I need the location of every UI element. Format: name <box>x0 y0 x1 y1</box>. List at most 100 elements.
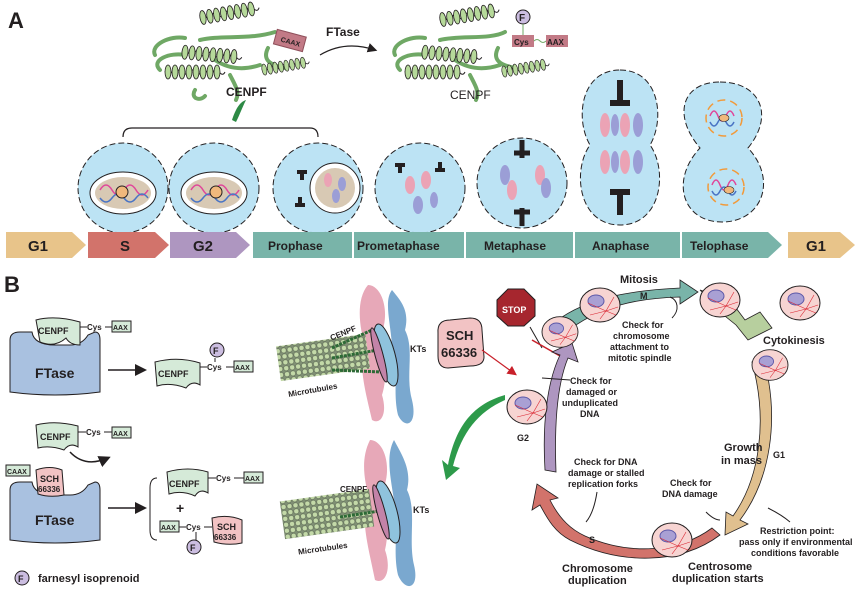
svg-text:farnesyl isoprenoid: farnesyl isoprenoid <box>38 573 139 585</box>
svg-text:FTase: FTase <box>35 365 75 381</box>
sch66336-bound: SCH 66336 CAAX <box>5 464 65 497</box>
svg-text:Microtubules: Microtubules <box>298 541 349 557</box>
phase-prometaphase <box>354 232 464 258</box>
kinetochore-top: CENPF KTs Microtubules <box>276 285 426 424</box>
cell-prophase <box>272 142 364 234</box>
cenpf-product-top: CENPF Cys F AAX <box>154 342 254 389</box>
svg-text:Metaphase: Metaphase <box>484 239 546 253</box>
svg-text:CENPF: CENPF <box>169 479 200 489</box>
svg-text:in mass: in mass <box>721 455 762 467</box>
svg-text:AAX: AAX <box>113 431 128 438</box>
svg-text:Centrosome: Centrosome <box>688 561 752 573</box>
svg-text:chromosome: chromosome <box>613 331 670 341</box>
cell-s <box>168 142 260 234</box>
svg-text:Mitosis: Mitosis <box>620 274 658 286</box>
svg-text:pass only if environmental: pass only if environmental <box>739 537 853 547</box>
phase-metaphase <box>466 232 573 258</box>
svg-text:AAX: AAX <box>113 325 128 332</box>
g1-arc <box>724 359 772 536</box>
svg-text:G1: G1 <box>28 238 48 255</box>
cycle-labels: Mitosis M Check for chromosome attachmen… <box>517 274 853 587</box>
cenpf-substrate-top: CENPF Cys AAX <box>35 317 132 346</box>
phase-prophase <box>253 232 352 258</box>
svg-text:Telophase: Telophase <box>690 239 749 253</box>
cenpf-protein-farnesylated: F Cys AAX <box>392 2 568 102</box>
cell-g1-icon <box>751 349 789 381</box>
cell-anaphase-icon <box>699 282 741 318</box>
svg-text:SCH: SCH <box>40 474 59 484</box>
svg-text:CENPF: CENPF <box>38 326 69 336</box>
cenpf-protein-unmodified: CAAX <box>152 0 311 102</box>
cell-anaphase <box>579 69 661 226</box>
svg-text:Prometaphase: Prometaphase <box>357 239 440 253</box>
cell-g2-icon <box>506 389 548 425</box>
caax-label: CAAX <box>280 37 301 49</box>
svg-text:Check for: Check for <box>670 478 712 488</box>
cell-prometaphase <box>374 142 466 234</box>
cell-daughter-icon <box>779 285 821 321</box>
cell-s-icon <box>651 522 693 558</box>
cenpf-label-right: CENPF <box>450 88 491 102</box>
phase-telophase <box>682 232 782 258</box>
cell-g1 <box>77 142 169 234</box>
svg-text:duplication starts: duplication starts <box>672 573 764 585</box>
svg-text:G2: G2 <box>517 433 529 443</box>
g2-arc <box>543 342 579 473</box>
svg-text:damage or stalled: damage or stalled <box>568 468 645 478</box>
svg-text:Cys: Cys <box>186 523 201 532</box>
phase-g1-end <box>788 232 855 258</box>
svg-text:Cytokinesis: Cytokinesis <box>763 335 825 347</box>
svg-text:attachment to: attachment to <box>610 342 670 352</box>
svg-text:Cys: Cys <box>216 474 231 483</box>
svg-text:F: F <box>190 543 196 553</box>
svg-text:AAX: AAX <box>161 525 176 532</box>
svg-text:S: S <box>120 238 130 255</box>
svg-text:F: F <box>519 13 525 24</box>
svg-text:FTase: FTase <box>35 512 75 528</box>
phase-bar: G1 S G2 Prophase Prometaphase Metaphase … <box>6 232 855 258</box>
svg-text:DNA damage: DNA damage <box>662 489 718 499</box>
cell-metaphase-icon <box>579 287 621 323</box>
ftase-arrow <box>319 43 378 56</box>
svg-text:AAX: AAX <box>547 38 565 47</box>
svg-text:G1: G1 <box>806 238 826 255</box>
svg-text:duplication: duplication <box>568 575 627 587</box>
cell-cycle-wheel <box>531 279 773 559</box>
sch66336-box: SCH 66336 <box>437 317 485 369</box>
svg-text:Cys: Cys <box>86 428 101 437</box>
svg-text:SCH: SCH <box>217 522 236 532</box>
svg-text:66336: 66336 <box>38 485 61 494</box>
caax-motif <box>272 28 307 53</box>
ftase-enzyme-top: FTase <box>9 331 101 396</box>
svg-text:Cys: Cys <box>87 323 102 332</box>
svg-text:Microtubules: Microtubules <box>287 381 338 399</box>
panel-a-label: A <box>8 8 24 33</box>
svg-text:AAX: AAX <box>245 476 260 483</box>
svg-text:CENPF: CENPF <box>158 369 189 379</box>
svg-text:F: F <box>213 346 219 356</box>
svg-text:Check for: Check for <box>622 320 664 330</box>
svg-text:Growth: Growth <box>724 442 763 454</box>
svg-text:Restriction point:: Restriction point: <box>760 526 835 536</box>
phase-g2 <box>170 232 250 258</box>
svg-text:Cys: Cys <box>207 363 222 372</box>
panel-b-label: B <box>4 272 20 297</box>
svg-text:Prophase: Prophase <box>268 239 323 253</box>
bracket <box>122 127 319 138</box>
product-bracket <box>149 477 158 541</box>
svg-text:SCH: SCH <box>446 328 473 343</box>
svg-text:Chromosome: Chromosome <box>562 563 633 575</box>
cenpf-free-bottom: CENPF Cys AAX <box>35 422 132 468</box>
svg-text:S: S <box>589 535 595 545</box>
kinetochore-bottom: CENPF KTs Microtubules <box>279 440 429 587</box>
svg-text:conditions favorable: conditions favorable <box>751 548 839 558</box>
svg-text:unduplicated: unduplicated <box>562 398 618 408</box>
farnesylated-inhibitor: AAX Cys F SCH 66336 <box>159 515 243 555</box>
ftase-enzyme-bottom: FTase <box>9 481 101 544</box>
svg-text:Cys: Cys <box>514 38 529 47</box>
ftase-arrow-label: FTase <box>326 25 360 39</box>
phase-s <box>88 232 169 258</box>
svg-text:STOP: STOP <box>502 305 526 315</box>
cell-prophase-icon <box>541 316 579 348</box>
svg-text:KTs: KTs <box>413 505 429 515</box>
